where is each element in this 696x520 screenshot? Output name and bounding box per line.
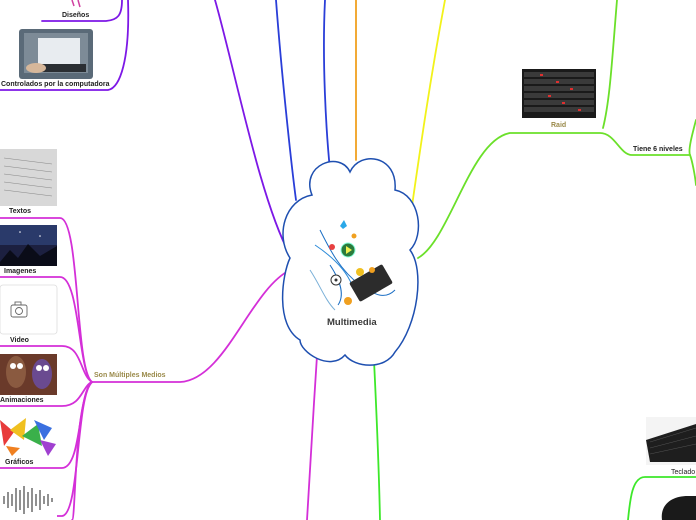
connector-yellow	[409, 0, 446, 221]
video-thumbnail[interactable]	[0, 284, 58, 335]
branch-raid-label[interactable]: Raid	[551, 122, 567, 129]
connector-bottom-magenta	[306, 339, 319, 520]
connector-raid	[417, 132, 691, 259]
central-topic-label[interactable]: Multimedia	[327, 317, 377, 328]
textos-thumbnail[interactable]	[0, 149, 57, 206]
central-topic-cloud[interactable]	[281, 158, 420, 366]
teclado-thumbnail[interactable]	[646, 417, 696, 465]
audio-waveform-thumbnail[interactable]	[0, 478, 57, 520]
imagenes-thumbnail[interactable]	[0, 225, 57, 266]
node-video-label[interactable]: Video	[10, 337, 29, 344]
mouse-thumbnail[interactable]	[661, 496, 696, 520]
connector-teclado	[627, 476, 696, 520]
graficos-thumbnail[interactable]	[0, 416, 57, 457]
connector-green-right	[688, 119, 696, 186]
connector-disenos	[214, 0, 291, 256]
multimedia-art-icon	[309, 220, 396, 311]
node-textos-label[interactable]: Textos	[9, 208, 32, 215]
connector-green-top	[602, 0, 618, 129]
connector-bottom-green	[372, 339, 381, 520]
connector-blue	[323, 0, 331, 171]
connector-disenos-under	[41, 0, 123, 22]
connector-purple-upper	[0, 0, 130, 91]
branch-son-multiples-medios-label[interactable]: Son Múltiples Medios	[94, 372, 166, 379]
connector-more-1	[71, 381, 93, 520]
connector-son-multiples	[91, 269, 291, 383]
node-disenos-label[interactable]: Diseños	[62, 12, 90, 19]
node-graficos-label[interactable]: Gráficos	[5, 459, 34, 466]
branch-tiene-niveles-label[interactable]: Tiene 6 niveles	[633, 146, 683, 153]
connector-video	[0, 345, 93, 383]
disenos-thumbnail[interactable]	[62, 0, 92, 8]
node-controlados-label[interactable]: Controlados por la computadora	[1, 81, 110, 88]
node-teclado-label[interactable]: Teclado	[671, 469, 696, 476]
animaciones-thumbnail[interactable]	[0, 354, 57, 395]
controlados-thumbnail[interactable]	[19, 29, 93, 79]
node-animaciones-label[interactable]: Animaciones	[0, 397, 44, 404]
node-imagenes-label[interactable]: Imagenes	[4, 268, 37, 275]
raid-thumbnail[interactable]	[522, 69, 596, 118]
connector-blue-2	[275, 0, 297, 201]
connector-imagenes	[0, 276, 93, 383]
